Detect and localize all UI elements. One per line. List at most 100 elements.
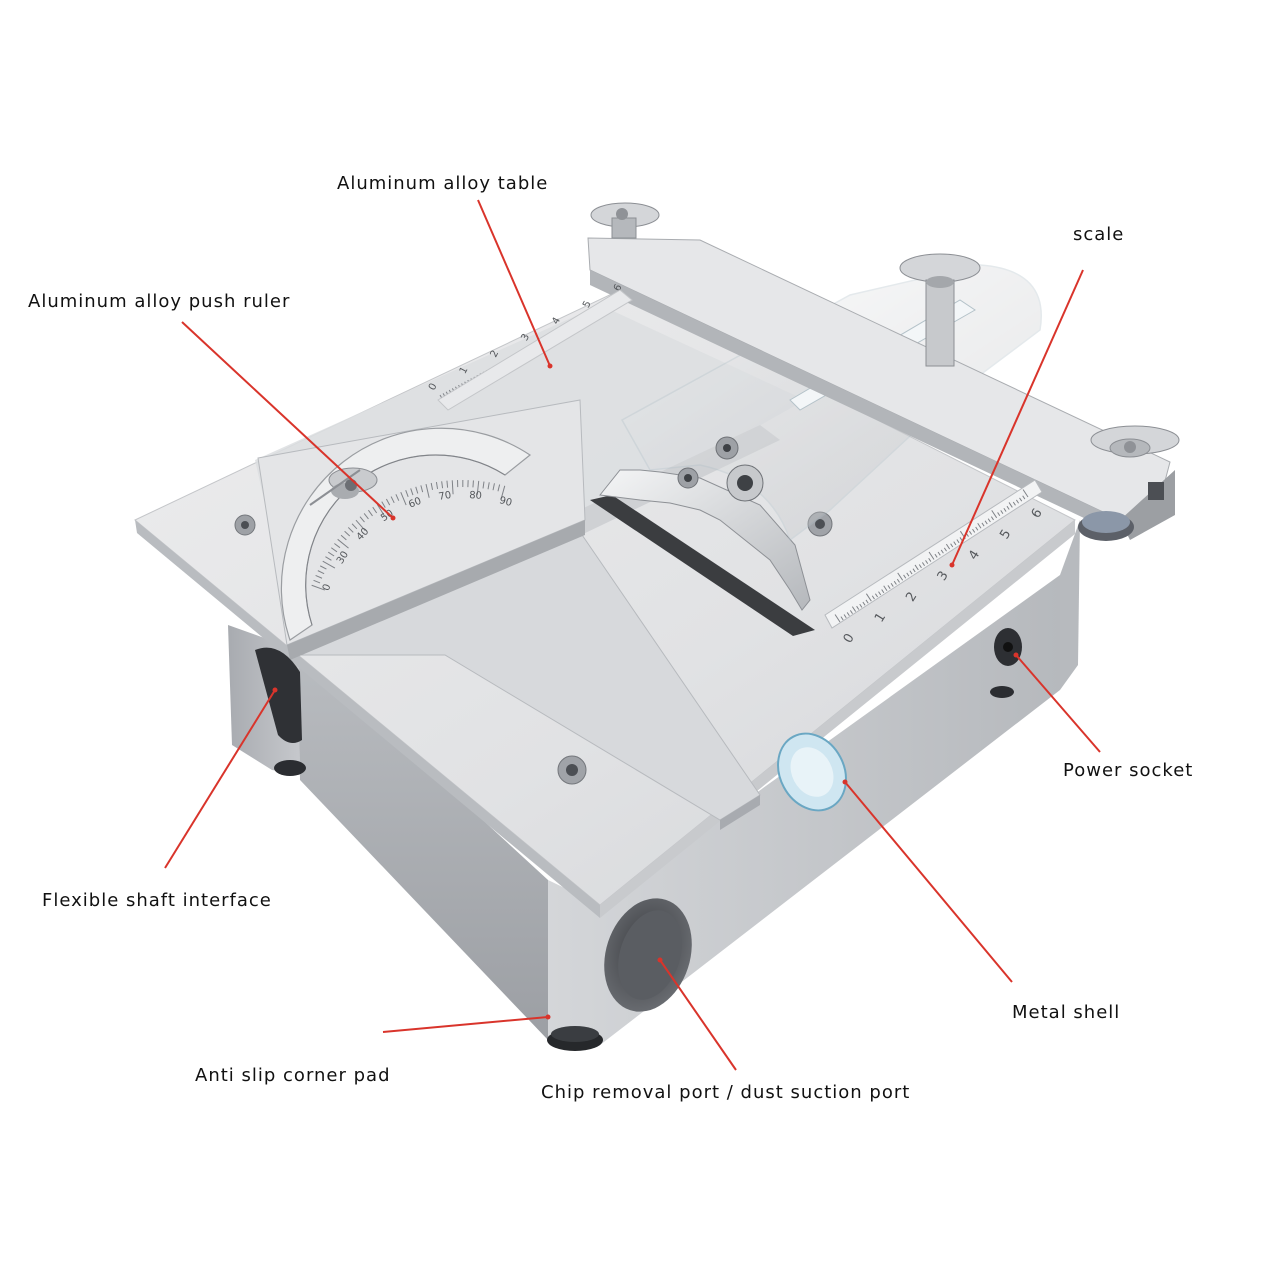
scale-tick (327, 551, 335, 557)
scale-tick (887, 585, 891, 589)
metal-shell-front (298, 650, 548, 1040)
callout-line-push-ruler (181, 321, 394, 519)
scale-tick (347, 527, 354, 533)
certification-sticker (777, 732, 847, 812)
scale-tick (953, 541, 957, 546)
scale-tick (834, 614, 841, 623)
scale-tick (395, 494, 400, 501)
callout-line-corner-pad (382, 1016, 549, 1033)
scale-tick (355, 519, 366, 531)
callout-line-chip-port (659, 959, 737, 1071)
right-side-wall (1060, 520, 1080, 690)
label-anti-slip-corner-pad: Anti slip corner pad (195, 1065, 391, 1086)
scale-tick (968, 530, 973, 535)
scale-tick (940, 549, 944, 554)
scale-tick (972, 528, 976, 533)
scale-tick (865, 593, 872, 602)
scale-tick (1015, 499, 1020, 504)
scale-tick (918, 564, 922, 569)
scale-tick (977, 522, 982, 529)
scale-tick (359, 516, 365, 523)
scale-tick (871, 595, 875, 600)
push-ruler-block-front (287, 520, 585, 660)
fence-wing-nut-right[interactable] (1090, 425, 1180, 458)
scale-tick (351, 523, 358, 530)
scale-tick (487, 482, 490, 490)
scale-tick (322, 560, 336, 569)
scale-tick (890, 582, 894, 587)
scale-tick (1022, 495, 1026, 500)
label-aluminum-alloy-table: Aluminum alloy table (337, 173, 549, 194)
rear-left-scale (437, 289, 633, 411)
scale-tick (950, 543, 954, 548)
scale-tick (846, 612, 850, 617)
scale-tick (311, 584, 325, 591)
scale-tick (928, 557, 932, 562)
saw-blade (599, 469, 811, 611)
rear-scale-number: 0 (427, 382, 440, 393)
scale-tick (441, 481, 444, 489)
scale-tick (975, 526, 979, 531)
callout-lines (164, 199, 1101, 1071)
anti-slip-corner-pads (547, 1026, 603, 1051)
scale-tick (914, 564, 919, 571)
scale-tick (368, 509, 373, 517)
callout-line-table (477, 199, 551, 367)
protractor-number: 70 (438, 490, 452, 503)
scale-tick (372, 506, 378, 514)
scale-tick (430, 482, 434, 490)
scale-tick (1006, 505, 1010, 510)
scale-tick (500, 485, 506, 500)
scale-tick (363, 513, 369, 520)
scale-tick (476, 480, 480, 495)
scale-tick (984, 520, 988, 525)
scale-tick (334, 543, 341, 549)
scale-tick (315, 574, 323, 579)
rear-scale-number: 3 (519, 332, 532, 343)
scale-tick (897, 572, 904, 581)
label-aluminum-alloy-push-ruler: Aluminum alloy push ruler (28, 291, 291, 312)
scale-tick (337, 538, 349, 549)
protractor-number: 0 (321, 583, 334, 593)
guard-wing-nut[interactable] (899, 253, 981, 367)
scale-tick (934, 553, 938, 558)
scale-tick (865, 599, 869, 604)
scale-tick (878, 591, 882, 596)
scale-tick (1008, 502, 1013, 508)
scale-tick (896, 578, 900, 583)
scale-tick (997, 512, 1001, 517)
scale-tick (991, 510, 998, 519)
fence-wing-nut-left[interactable] (590, 202, 660, 239)
scale-tick (385, 498, 391, 506)
scale-tick (921, 562, 926, 567)
scale-tick (381, 501, 386, 508)
scale-tick (1022, 489, 1029, 498)
scale-tick (1019, 497, 1023, 502)
label-flexible-shaft-interface: Flexible shaft interface (42, 890, 272, 911)
scale-tick (1000, 510, 1004, 514)
scale-tick (843, 614, 847, 619)
label-chip-removal-port: Chip removal port / dust suction port (541, 1082, 911, 1103)
power-socket[interactable] (994, 628, 1022, 666)
scale-tick (497, 484, 501, 492)
scale-tick (317, 570, 325, 575)
scale-tick (435, 481, 439, 490)
rear-scale-number: 1 (458, 365, 471, 376)
scale-tick (851, 606, 857, 612)
scale-tick (344, 530, 351, 537)
scale-tick (990, 516, 994, 521)
label-power-socket: Power socket (1063, 760, 1194, 781)
scale-tick (956, 539, 960, 544)
protractor-number: 60 (407, 496, 423, 511)
protractor-number: 80 (469, 490, 482, 502)
scale-tick (482, 481, 485, 489)
scale-tick (981, 522, 985, 527)
rear-scale-number: 4 (550, 316, 563, 327)
blade-slot (590, 495, 815, 636)
fence-lock-knob[interactable] (1078, 511, 1134, 541)
scale-tick (1012, 501, 1016, 506)
rear-scale-number: 6 (612, 283, 625, 294)
scale-tick (1003, 507, 1007, 512)
scale-tick (881, 589, 885, 594)
